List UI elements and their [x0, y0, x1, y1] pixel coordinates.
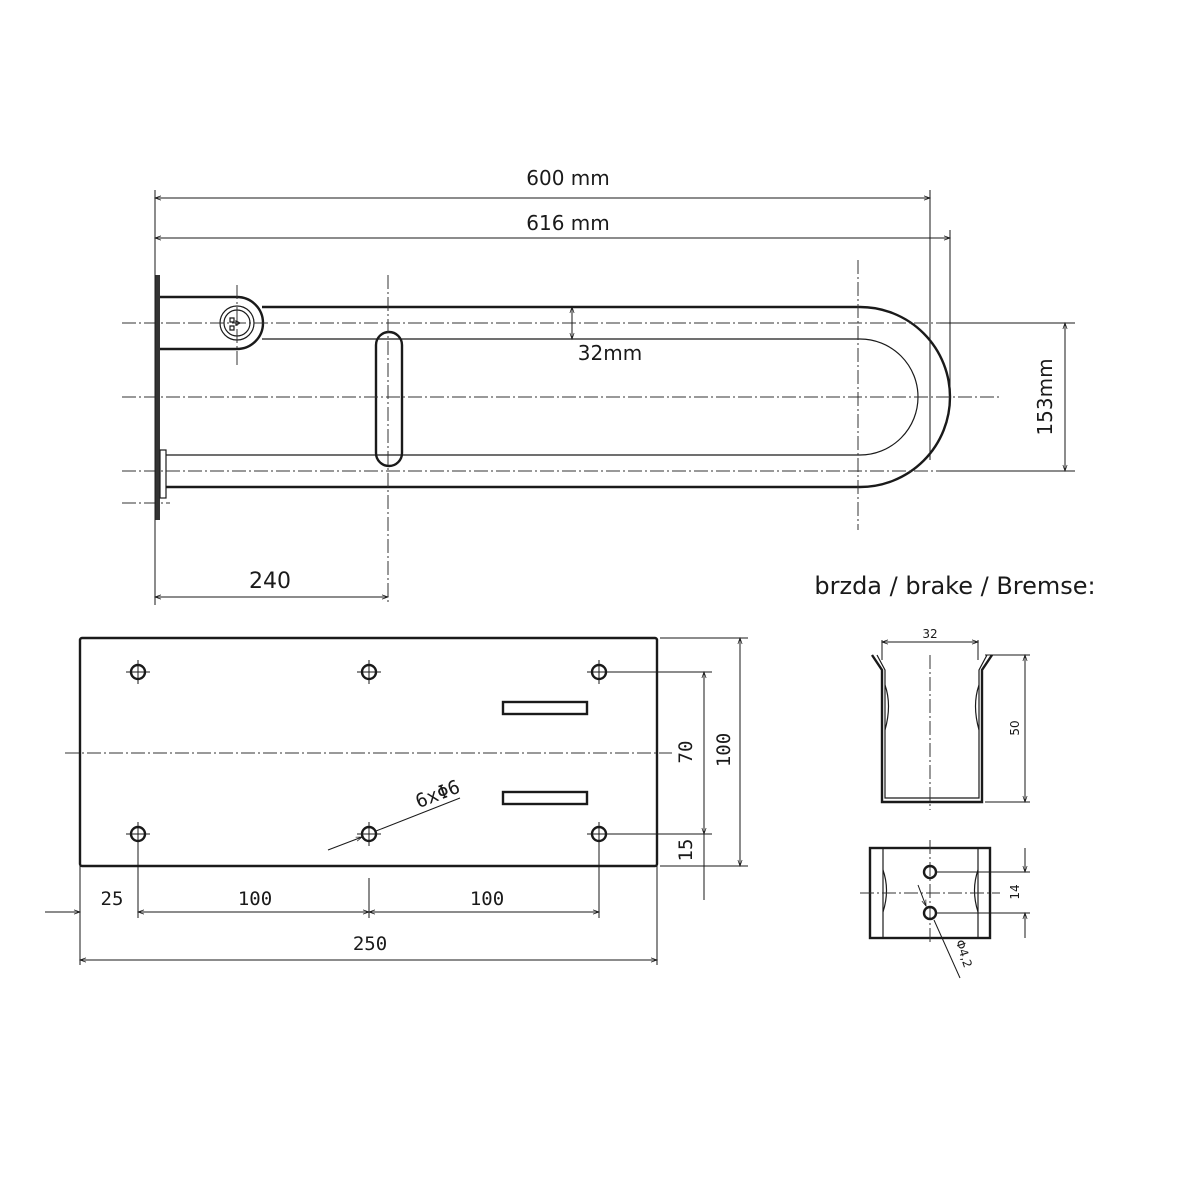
base-plate — [78, 636, 659, 868]
slot — [501, 790, 589, 806]
dim-616mm: 616 mm — [526, 211, 610, 235]
base-plate-view: 6xΦ6 70 15 100 25 100 100 250 — [45, 636, 748, 965]
dim-25: 25 — [101, 888, 124, 910]
brake-dim-32: 32 — [922, 627, 937, 641]
dim-240: 240 — [249, 569, 291, 594]
dim-100-left: 100 — [238, 888, 272, 910]
dim-153mm: 153mm — [1033, 358, 1057, 435]
dim-250: 250 — [353, 933, 387, 955]
brake-dim-hole-diameter: Φ4,2 — [953, 938, 975, 969]
lower-flange — [159, 449, 167, 499]
dim-15: 15 — [675, 839, 697, 862]
dim-100-height: 100 — [713, 733, 735, 767]
dim-100-right: 100 — [470, 888, 504, 910]
dim-70: 70 — [675, 741, 697, 764]
dim-600mm: 600 mm — [526, 166, 610, 190]
brake-clip-front — [871, 654, 993, 804]
slot — [501, 700, 589, 716]
brake-detail: brzda / brake / Bremse: 32 50 14 Φ4,2 — [814, 572, 1096, 979]
brake-dim-50: 50 — [1008, 720, 1022, 735]
brake-heading: brzda / brake / Bremse: — [814, 572, 1095, 600]
brake-dim-14: 14 — [1008, 884, 1022, 899]
holes-label: 6xΦ6 — [413, 776, 464, 813]
bumper — [374, 330, 404, 468]
grab-bar-side-view: 600 mm 616 mm 32mm 153mm 240 — [122, 166, 1075, 605]
dim-32mm: 32mm — [578, 341, 642, 365]
